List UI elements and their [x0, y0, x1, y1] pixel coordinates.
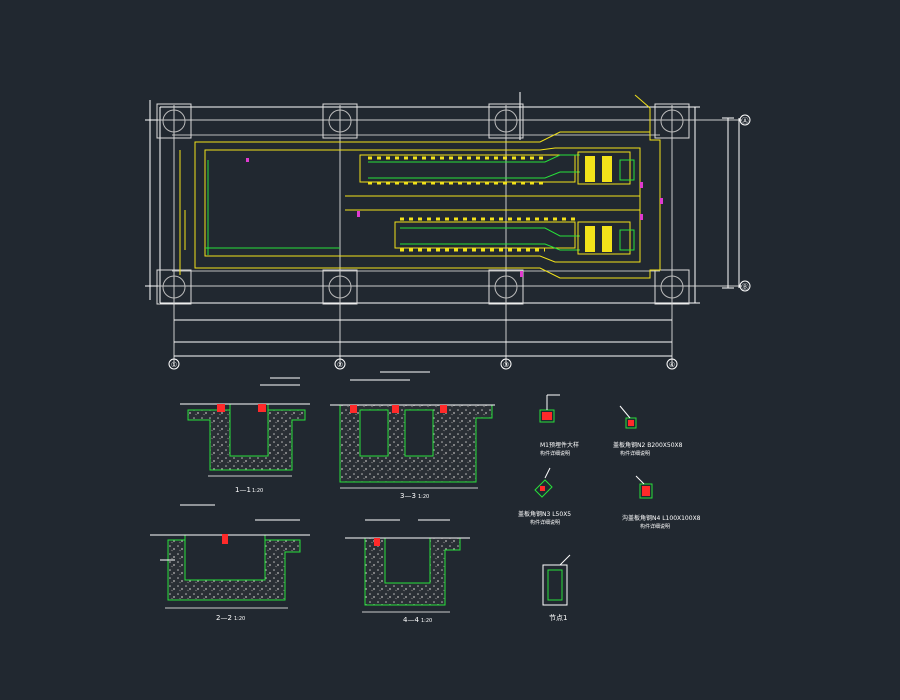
- grid-bubble-b: Ⓑ: [742, 283, 749, 291]
- section-4-4-scale: 1:20: [421, 618, 432, 624]
- equipment-cabinets: [577, 151, 635, 255]
- section-2-2-scale: 1:20: [234, 616, 245, 622]
- detail-m1: M1预埋件大样 构件详细说明: [539, 394, 579, 457]
- detail-n4-sub: 构件详细说明: [640, 523, 670, 530]
- cable-trench-plan-view: [145, 92, 751, 370]
- section-3-3-caption: 3—3: [400, 492, 416, 500]
- grid-bubble-labels: ① ② ③ ④ Ⓐ Ⓑ: [171, 117, 749, 369]
- detail-m1-caption: M1预埋件大样: [540, 441, 579, 449]
- grid-bubble-a: Ⓐ: [742, 117, 749, 125]
- grid-axis-lines: [158, 105, 742, 365]
- trench-outline-yellow: [179, 94, 661, 279]
- detail-m1-sub: 构件详细说明: [540, 450, 570, 457]
- section-3-3-scale: 1:20: [418, 494, 429, 500]
- cable-runs-green: [205, 154, 580, 255]
- cable-tray-ticks: [368, 156, 575, 252]
- section-3-3: 3—3 1:20: [330, 371, 495, 500]
- section-4-4: 4—4 1:20: [345, 519, 470, 624]
- right-dimension: [722, 117, 740, 289]
- magenta-markers: [246, 158, 663, 277]
- section-2-2-caption: 2—2: [216, 614, 232, 622]
- section-1-1-caption: 1—1: [235, 486, 251, 494]
- detail-n2: 盖板角钢N2 B200X50X8 构件详细说明: [613, 405, 683, 457]
- bottom-dimensions: [174, 319, 672, 357]
- detail-n2-caption: 盖板角钢N2 B200X50X8: [613, 441, 683, 449]
- detail-n4-caption: 沟盖板角钢N4 L100X100X8: [622, 514, 701, 522]
- grid-bubble-2: ②: [337, 361, 343, 369]
- section-2-2: 2—2 1:20: [150, 504, 310, 622]
- detail-n2-sub: 构件详细说明: [620, 450, 650, 457]
- detail-n3: 盖板角钢N3 L50X5 构件详细说明: [518, 467, 571, 526]
- detail-node-1: 节点1: [542, 554, 571, 622]
- section-1-1: 1—1 1:20: [180, 377, 310, 494]
- detail-n3-caption: 盖板角钢N3 L50X5: [518, 510, 571, 518]
- grid-bubble-4: ④: [669, 361, 675, 369]
- detail-n3-sub: 构件详细说明: [530, 519, 560, 526]
- grid-bubble-1: ①: [171, 361, 177, 369]
- section-1-1-scale: 1:20: [252, 488, 263, 494]
- column-foundations: [156, 103, 690, 305]
- grid-bubbles: [168, 114, 751, 370]
- section-4-4-caption: 4—4: [403, 616, 419, 624]
- detail-n4: 沟盖板角钢N4 L100X100X8 构件详细说明: [622, 475, 701, 530]
- detail-node-1-caption: 节点1: [549, 614, 567, 622]
- grid-bubble-3: ③: [503, 361, 509, 369]
